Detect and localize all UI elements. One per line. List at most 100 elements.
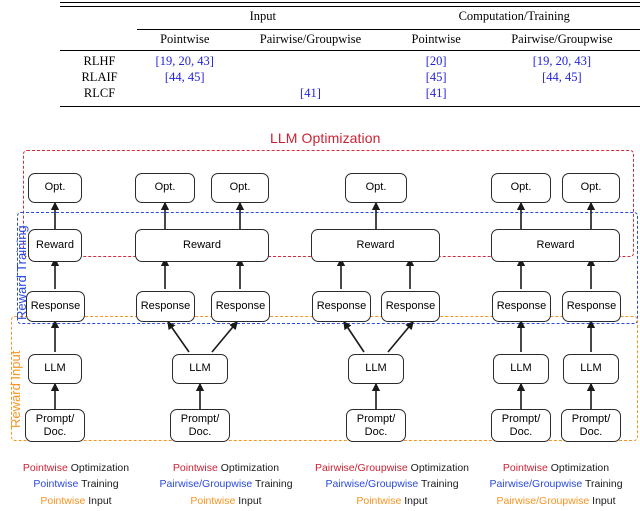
legend-word-optimization: Optimization	[410, 462, 470, 474]
reference-table: Input Computation/Training Pointwise Pai…	[60, 2, 640, 107]
diagram-title: LLM Optimization	[270, 130, 381, 146]
table-row: RLCF [41] [41]	[60, 86, 640, 102]
zone-reward-training	[17, 212, 638, 324]
node-llm[interactable]: LLM	[28, 354, 82, 384]
table-row-label-rlhf: RLHF	[83, 54, 116, 69]
table-cell: [19, 20, 43]	[532, 54, 592, 69]
table-subheader-comp-pairwise: Pairwise/Groupwise	[511, 31, 613, 46]
table-subheader-comp-pointwise: Pointwise	[411, 31, 461, 46]
node-llm[interactable]: LLM	[348, 354, 404, 384]
legend-line-optimization: Pointwise Optimization	[140, 460, 312, 476]
legend-column-1: Pointwise Optimization Pointwise Trainin…	[0, 460, 152, 509]
node-reward[interactable]: Reward	[311, 229, 440, 262]
legend-kind-training: Pointwise	[33, 478, 79, 491]
table-cell: [19, 20, 43]	[155, 54, 214, 69]
node-opt[interactable]: Opt.	[135, 173, 195, 203]
node-llm[interactable]: LLM	[563, 354, 619, 384]
legend-line-optimization: Pairwise/Groupwise Optimization	[302, 460, 482, 476]
legend-line-training: Pairwise/Groupwise Training	[472, 476, 640, 492]
table-rule-top	[60, 2, 640, 7]
legend-word-input: Input	[238, 494, 262, 507]
legend-column-4: Pointwise Optimization Pairwise/Groupwis…	[472, 460, 640, 509]
legend-word-training: Training	[420, 478, 459, 491]
legend-line-optimization: Pointwise Optimization	[472, 460, 640, 476]
legend-kind-training: Pairwise/Groupwise	[489, 478, 583, 491]
node-llm[interactable]: LLM	[493, 354, 549, 384]
legend-column-3: Pairwise/Groupwise Optimization Pairwise…	[302, 460, 482, 509]
table-cell: [44, 45]	[542, 69, 582, 84]
table-row: RLHF [19, 20, 43] [20] [19, 20, 43]	[60, 54, 640, 70]
table-subheader-input-pointwise: Pointwise	[160, 31, 210, 46]
node-prompt-line1: Prompt/	[356, 413, 396, 426]
node-reward[interactable]: Reward	[491, 229, 620, 262]
node-response[interactable]: Response	[562, 291, 621, 322]
table-group-rules	[60, 27, 640, 30]
legend-kind-optimization: Pointwise	[22, 462, 68, 474]
table-cell	[232, 54, 388, 70]
legend-word-input: Input	[88, 494, 112, 507]
legend-line-training: Pointwise Training	[0, 476, 152, 492]
node-response[interactable]: Response	[492, 291, 551, 322]
legend-column-2: Pointwise Optimization Pairwise/Groupwis…	[140, 460, 312, 509]
legend-line-input: Pairwise/Groupwise Input	[472, 493, 640, 509]
node-opt[interactable]: Opt.	[211, 173, 269, 203]
table-group-header-input: Input	[249, 9, 276, 23]
node-prompt-doc[interactable]: Prompt/ Doc.	[561, 409, 621, 442]
node-prompt-doc[interactable]: Prompt/ Doc.	[346, 409, 406, 442]
legend-word-training: Training	[81, 478, 119, 491]
node-response[interactable]: Response	[136, 291, 195, 322]
legend-line-input: Pointwise Input	[0, 493, 152, 509]
node-prompt-line1: Prompt/	[501, 413, 541, 426]
legend-kind-optimization: Pairwise/Groupwise	[314, 462, 408, 474]
diagram-legend: Pointwise Optimization Pointwise Trainin…	[0, 460, 640, 511]
table-cell: [41]	[300, 85, 321, 100]
node-response[interactable]: Response	[26, 291, 85, 322]
node-opt[interactable]: Opt.	[491, 173, 551, 203]
table-row-label-rlaif: RLAIF	[81, 69, 118, 84]
node-prompt-line1: Prompt/	[180, 413, 220, 426]
node-prompt-doc[interactable]: Prompt/ Doc.	[170, 409, 230, 442]
table-group-header-computation: Computation/Training	[458, 9, 570, 23]
legend-word-input: Input	[592, 494, 616, 507]
legend-kind-optimization: Pointwise	[502, 462, 548, 474]
table-header-group-row: Input Computation/Training	[60, 6, 640, 28]
node-prompt-line2: Doc.	[364, 425, 388, 438]
node-llm[interactable]: LLM	[172, 354, 228, 384]
legend-line-training: Pairwise/Groupwise Training	[140, 476, 312, 492]
node-reward[interactable]: Reward	[28, 229, 82, 262]
legend-line-training: Pairwise/Groupwise Training	[302, 476, 482, 492]
legend-word-training: Training	[254, 478, 293, 491]
table-subheader-row: Pointwise Pairwise/Groupwise Pointwise P…	[60, 29, 640, 51]
node-prompt-doc[interactable]: Prompt/ Doc.	[25, 409, 85, 442]
node-opt[interactable]: Opt.	[345, 173, 407, 203]
node-prompt-line1: Prompt/	[35, 413, 75, 426]
legend-word-optimization: Optimization	[220, 462, 280, 474]
table-cell	[484, 86, 640, 102]
legend-word-optimization: Optimization	[70, 462, 130, 474]
table-subheader-input-pairwise: Pairwise/Groupwise	[259, 31, 362, 46]
connector-arrows	[50, 201, 596, 410]
legend-kind-input: Pointwise	[356, 494, 402, 507]
table-cell	[232, 70, 388, 86]
legend-word-training: Training	[584, 478, 623, 491]
node-prompt-line2: Doc.	[43, 425, 67, 438]
node-prompt-line2: Doc.	[509, 425, 533, 438]
table-row: RLAIF [44, 45] [45] [44, 45]	[60, 70, 640, 86]
node-response[interactable]: Response	[381, 291, 440, 322]
node-opt[interactable]: Opt.	[28, 173, 82, 203]
node-response[interactable]: Response	[312, 291, 371, 322]
table-cell: [20]	[425, 54, 447, 69]
node-prompt-doc[interactable]: Prompt/ Doc.	[491, 409, 551, 442]
node-opt[interactable]: Opt.	[562, 173, 620, 203]
node-reward[interactable]: Reward	[135, 229, 269, 262]
legend-kind-input: Pointwise	[190, 494, 236, 507]
legend-kind-training: Pairwise/Groupwise	[325, 478, 419, 491]
node-response[interactable]: Response	[211, 291, 270, 322]
legend-word-optimization: Optimization	[550, 462, 610, 474]
legend-line-input: Pointwise Input	[140, 493, 312, 509]
legend-line-input: Pointwise Input	[302, 493, 482, 509]
table-cell	[137, 86, 232, 102]
table-cell: [45]	[425, 69, 447, 84]
table-rule-mid	[60, 50, 640, 55]
legend-kind-optimization: Pointwise	[172, 462, 218, 474]
